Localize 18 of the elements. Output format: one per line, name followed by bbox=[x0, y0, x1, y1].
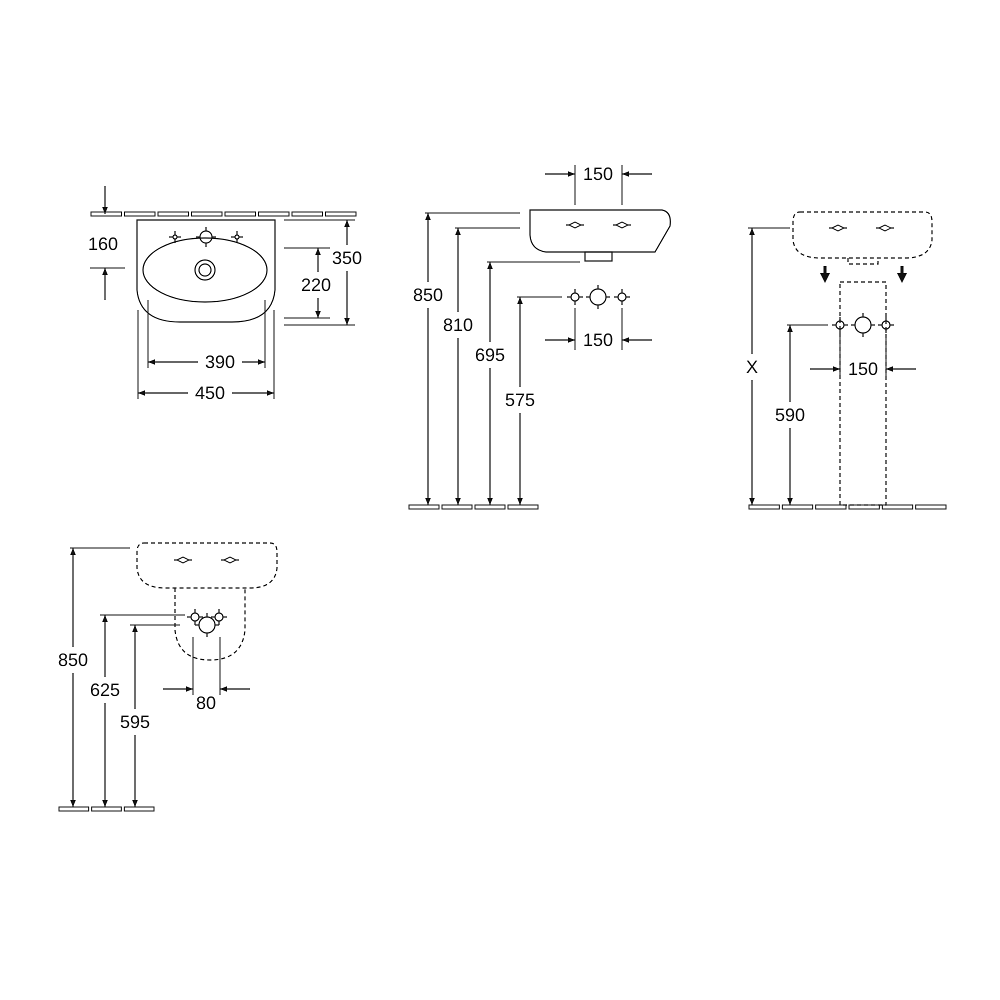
dimension-value: 390 bbox=[204, 353, 236, 371]
dimension-value: 595 bbox=[120, 713, 150, 731]
dimension-value: X bbox=[746, 358, 758, 376]
dimension-value: 625 bbox=[90, 681, 120, 699]
dimension-value: 695 bbox=[474, 346, 506, 364]
dimension-value: 80 bbox=[196, 694, 216, 712]
dimension-value: 150 bbox=[582, 165, 614, 183]
dimension-value: 575 bbox=[504, 391, 536, 409]
dimension-value: 810 bbox=[442, 316, 474, 334]
dimension-value: 220 bbox=[300, 276, 332, 294]
dimension-value: 150 bbox=[848, 360, 878, 378]
dimension-value: 150 bbox=[582, 331, 614, 349]
dimension-value: 590 bbox=[774, 406, 806, 424]
dimension-value: 850 bbox=[58, 651, 88, 669]
dimension-value: 350 bbox=[332, 249, 362, 267]
dimension-value: 850 bbox=[412, 286, 444, 304]
dimension-value: 450 bbox=[194, 384, 226, 402]
dimension-value: 160 bbox=[88, 235, 118, 253]
